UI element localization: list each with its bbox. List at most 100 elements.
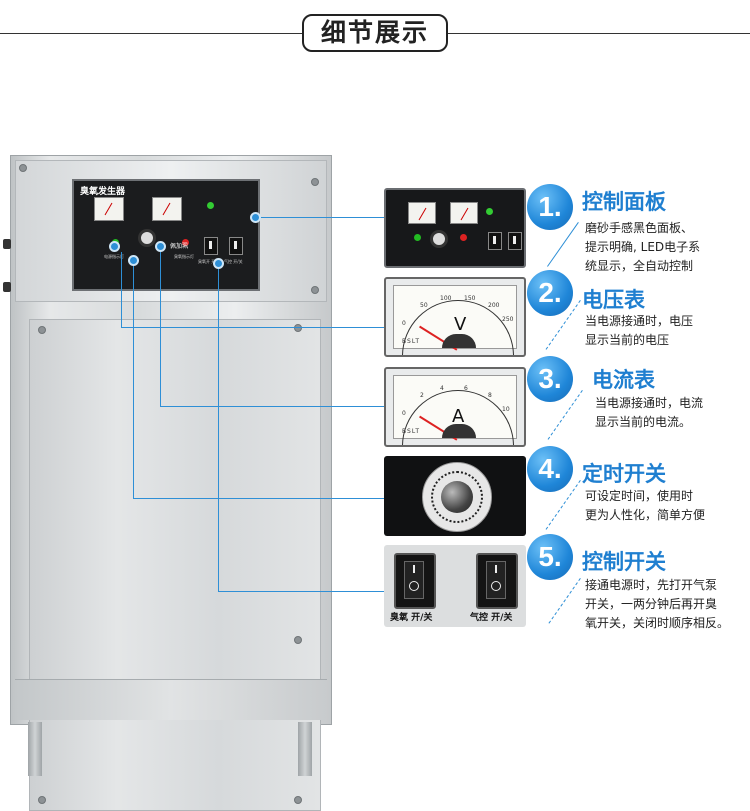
desc-line: 接通电源时，先打开气泵: [585, 578, 718, 592]
connector-line-4v: [133, 266, 134, 498]
off-mark-icon: [409, 581, 419, 591]
tick-label: 4: [440, 385, 444, 392]
cabinet-leg-right: [298, 722, 312, 776]
timer-scale: [431, 471, 483, 523]
connector-line-3v: [160, 252, 161, 406]
connector-dot: [128, 255, 139, 266]
cabinet-plinth: [15, 679, 327, 720]
connector-line-5v: [218, 269, 219, 591]
ozone-switch[interactable]: [204, 237, 218, 255]
meter-pivot: [442, 424, 476, 438]
off-mark-icon: [491, 581, 501, 591]
timer-knob: [441, 481, 473, 513]
connector-line-4h: [133, 498, 386, 499]
feature-desc-4: 可设定时间，使用时 更为人性化，简单方便: [585, 487, 705, 525]
ozone-led-icon: [182, 239, 189, 246]
connector-dot: [109, 241, 120, 252]
feature-number-3: 3.: [527, 356, 573, 402]
voltmeter-face: 0 50 100 150 200 250 V BSLT: [393, 285, 517, 355]
mini-voltmeter: [408, 202, 436, 224]
panel-label: 臭氧开 开/关: [198, 259, 221, 264]
timer-knob[interactable]: [138, 229, 156, 247]
feature-title-4: 定时开关: [582, 462, 666, 486]
photo-control-switches: 臭氧 开/关 气控 开/关: [384, 545, 526, 627]
timer-knob: [430, 230, 448, 248]
cabinet-leg-left: [28, 722, 42, 776]
timer-dial: [422, 462, 492, 532]
photo-voltmeter: 0 50 100 150 200 250 V BSLT: [384, 277, 526, 357]
side-fitting: [3, 282, 11, 292]
feature-desc-2: 当电源接通时，电压 显示当前的电压: [585, 312, 693, 350]
on-mark-icon: [495, 565, 497, 573]
feature-desc-5: 接通电源时，先打开气泵 开关，一两分钟后再开臭 氧开关，关闭时顺序相反。: [585, 576, 729, 633]
desc-line: 氧开关，关闭时顺序相反。: [585, 616, 730, 630]
connector-line-5h: [218, 591, 386, 592]
desc-line: 显示当前的电压: [585, 333, 670, 347]
feature-title-1: 控制面板: [582, 190, 666, 214]
desc-line: 磨砂手感黑色面板、: [585, 221, 694, 235]
air-switch[interactable]: [229, 237, 243, 255]
panel-label: 电源指示灯: [104, 254, 124, 259]
desc-line: 显示当前的电流。: [595, 415, 692, 429]
mini-ammeter: [450, 202, 478, 224]
led-icon: [486, 208, 493, 215]
ozone-rocker-switch: [394, 553, 436, 609]
desc-line: 可设定时间，使用时: [585, 489, 694, 503]
tick-label: 0: [402, 410, 406, 417]
air-rocker-switch: [476, 553, 518, 609]
on-mark-icon: [413, 565, 415, 573]
screw: [38, 326, 46, 334]
meter-maker-mark: BSLT: [402, 428, 421, 435]
switch: [488, 232, 502, 250]
screw: [294, 796, 302, 804]
tick-label: 0: [402, 320, 406, 327]
feature-title-3: 电流表: [592, 368, 655, 392]
connector-line-1: [261, 217, 386, 218]
connector-dot: [250, 212, 261, 223]
feature-title-5: 控制开关: [582, 550, 666, 574]
cabinet-door: [29, 319, 321, 811]
led-icon: [207, 202, 214, 209]
photo-timer-switch: [384, 456, 526, 536]
switch: [508, 232, 522, 250]
feature-number-2: 2.: [527, 270, 573, 316]
screw: [311, 178, 319, 186]
tick-label: 8: [488, 392, 492, 399]
screw: [294, 636, 302, 644]
header-line-left: [0, 33, 302, 34]
tick-label: 250: [502, 316, 514, 323]
meter-maker-mark: BSLT: [402, 338, 421, 345]
switch-label-ozone: 臭氧 开/关: [390, 613, 433, 623]
brand-label: 佩加珮: [170, 243, 189, 250]
feature-desc-1: 磨砂手感黑色面板、 提示明确, LED电子系 统显示，全自动控制: [585, 219, 700, 276]
feature-desc-3: 当电源接通时，电流 显示当前的电流。: [595, 394, 703, 432]
desc-line: 更为人性化，简单方便: [585, 508, 706, 522]
screw: [294, 324, 302, 332]
tick-label: 150: [464, 295, 476, 302]
connector-line-2h: [121, 327, 386, 328]
panel-label: 气控 开/关: [224, 259, 243, 264]
panel-label: 臭氧指示灯: [174, 254, 194, 259]
mini-ammeter: [152, 197, 182, 221]
meter-pivot: [442, 334, 476, 348]
photo-control-panel: [384, 188, 526, 268]
connector-dot: [213, 258, 224, 269]
desc-line: 统显示，全自动控制: [585, 259, 694, 273]
screw: [19, 164, 27, 172]
voltmeter-unit: V: [454, 314, 467, 335]
page-title: 细节展示: [302, 14, 448, 52]
connector-dot: [155, 241, 166, 252]
control-panel: 臭氧发生器 佩加珮 电源指示灯 臭氧指示灯 臭氧开 开/关 气控 开/关: [72, 179, 260, 291]
desc-line: 当电源接通时，电流: [595, 396, 704, 410]
feature-number-1: 1.: [527, 184, 573, 230]
tick-label: 200: [488, 302, 500, 309]
tick-label: 2: [420, 392, 424, 399]
header-line-right: [448, 33, 750, 34]
ammeter-unit: A: [452, 406, 465, 427]
tick-label: 10: [502, 406, 510, 413]
mini-voltmeter: [94, 197, 124, 221]
tick-label: 6: [464, 385, 468, 392]
tick-label: 100: [440, 295, 452, 302]
led-icon: [414, 234, 421, 241]
divider-dash: [548, 578, 581, 624]
